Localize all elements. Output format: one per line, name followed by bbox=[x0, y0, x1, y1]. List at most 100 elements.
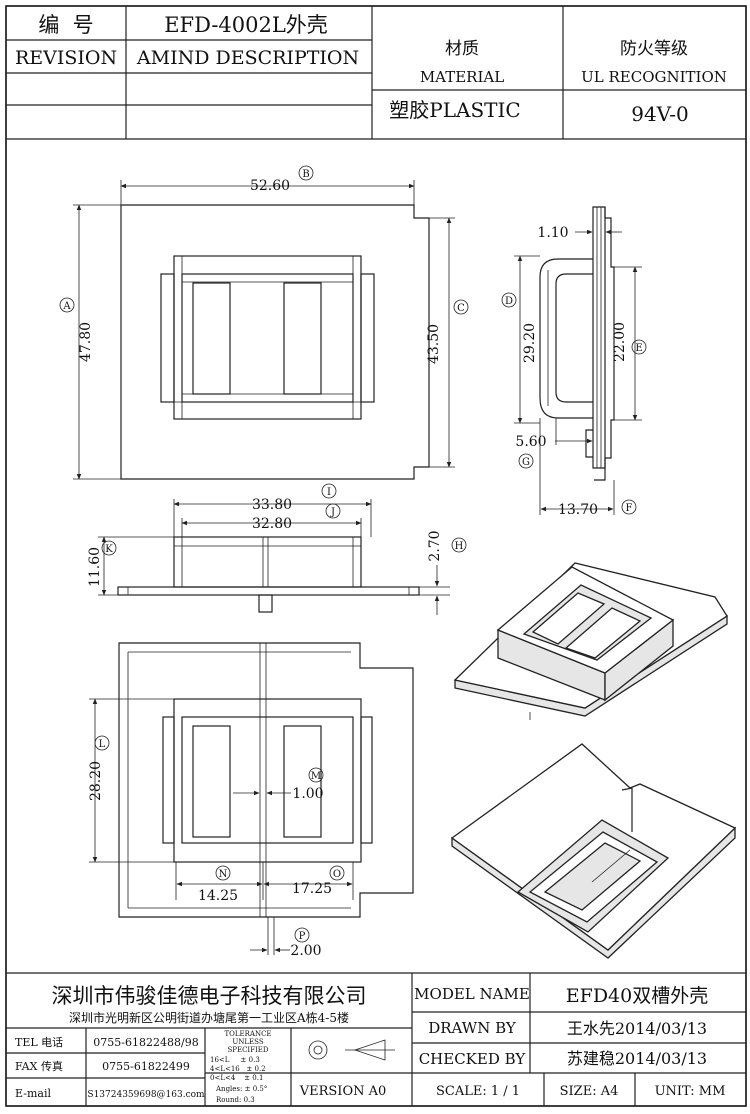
projection-symbol-icon bbox=[308, 1039, 395, 1061]
svg-text:J: J bbox=[330, 507, 335, 518]
svg-text:I: I bbox=[327, 487, 331, 498]
balloon-j: J bbox=[325, 503, 341, 519]
title-block-header: 编 号 EFD-4002L外壳 REVISION AMIND DESCRIPTI… bbox=[6, 6, 746, 140]
balloon-l: L bbox=[94, 735, 110, 751]
fire-rating-cn: 防火等级 bbox=[620, 39, 688, 59]
dim-h-value: 2.70 bbox=[427, 530, 443, 561]
dim-l-value: 28.20 bbox=[88, 761, 104, 801]
bottom-view bbox=[118, 642, 414, 918]
svg-text:P: P bbox=[299, 931, 306, 942]
checked-by-label: CHECKED BY bbox=[419, 1050, 527, 1068]
dimension-values: 52.60 47.80 43.50 1.10 29.20 22.00 5.60 … bbox=[78, 178, 628, 959]
svg-text:L: L bbox=[99, 739, 106, 750]
svg-text:16<L ± 0.3: 16<L ± 0.3 bbox=[210, 1056, 260, 1064]
revision-label: REVISION bbox=[15, 47, 117, 69]
svg-text:Angles: ± 0.5°: Angles: ± 0.5° bbox=[215, 1085, 267, 1093]
isometric-view-top bbox=[453, 562, 728, 720]
svg-text:TOLERANCE: TOLERANCE bbox=[224, 1030, 271, 1038]
dim-i-value: 33.80 bbox=[252, 497, 292, 513]
material-cn: 材质 bbox=[445, 39, 479, 59]
balloon-p: P bbox=[294, 927, 310, 943]
balloon-h: H bbox=[451, 537, 467, 553]
balloon-f: F bbox=[621, 499, 637, 515]
svg-text:N: N bbox=[219, 869, 228, 880]
drawn-by-value: 王水先2014/03/13 bbox=[567, 1019, 707, 1038]
dim-m-value: 1.00 bbox=[292, 786, 323, 802]
isometric-view-bottom bbox=[450, 743, 737, 959]
model-name-label: MODEL NAME bbox=[414, 985, 530, 1003]
email-value: S13724359698@163.com bbox=[87, 1090, 205, 1100]
svg-text:0<L<4 ± 0.1: 0<L<4 ± 0.1 bbox=[210, 1074, 263, 1082]
dim-o-value: 17.25 bbox=[292, 881, 332, 897]
svg-text:4<L<16 ± 0.2: 4<L<16 ± 0.2 bbox=[210, 1065, 266, 1073]
front-view-dimensions bbox=[98, 499, 450, 615]
tel-label: TEL 电话 bbox=[15, 1036, 63, 1049]
side-view-dimensions bbox=[514, 207, 642, 515]
tolerance-block: TOLERANCE UNLESS SPECIFIED 16<L ± 0.3 4<… bbox=[210, 1030, 272, 1104]
balloon-k: K bbox=[101, 540, 117, 556]
svg-text:B: B bbox=[302, 169, 309, 180]
svg-text:G: G bbox=[522, 457, 530, 468]
svg-text:E: E bbox=[635, 343, 642, 354]
balloon-i: I bbox=[321, 483, 337, 499]
balloon-m: M bbox=[308, 767, 324, 783]
balloon-c: C bbox=[453, 299, 469, 315]
dim-n-value: 14.25 bbox=[198, 888, 238, 904]
front-view bbox=[117, 536, 420, 613]
svg-text:UNLESS: UNLESS bbox=[232, 1038, 263, 1046]
fax-value: 0755-61822499 bbox=[102, 1060, 190, 1073]
dim-a-value: 47.80 bbox=[78, 322, 94, 362]
svg-text:D: D bbox=[505, 296, 513, 307]
dim-side-top-value: 1.10 bbox=[537, 225, 568, 241]
svg-text:A: A bbox=[62, 301, 71, 312]
fire-rating-en: UL RECOGNITION bbox=[581, 68, 727, 86]
balloon-d: D bbox=[501, 292, 517, 308]
svg-text:Round: 0.3: Round: 0.3 bbox=[216, 1096, 255, 1104]
company-address: 深圳市光明新区公明街道办塘尾第一工业区A栋4-5楼 bbox=[69, 1010, 349, 1025]
svg-text:C: C bbox=[457, 303, 465, 314]
title-block-footer: 深圳市伟骏佳德电子科技有限公司 深圳市光明新区公明街道办塘尾第一工业区A栋4-5… bbox=[6, 972, 746, 1106]
dim-g-value: 5.60 bbox=[515, 434, 546, 450]
bottom-view-dimensions bbox=[89, 698, 354, 955]
part-number: EFD-4002L外壳 bbox=[164, 13, 328, 37]
dim-k-value: 11.60 bbox=[87, 547, 103, 587]
top-view bbox=[120, 204, 430, 480]
material-value: 塑胶PLASTIC bbox=[389, 98, 520, 122]
version-value: VERSION A0 bbox=[299, 1084, 387, 1099]
drawn-by-label: DRAWN BY bbox=[428, 1019, 517, 1037]
svg-text:O: O bbox=[333, 869, 341, 880]
svg-text:F: F bbox=[626, 503, 633, 514]
dim-p-value: 2.00 bbox=[290, 943, 321, 959]
balloon-b: B bbox=[298, 165, 314, 181]
side-view bbox=[539, 206, 615, 481]
svg-text:M: M bbox=[311, 771, 321, 782]
svg-text:H: H bbox=[455, 541, 464, 552]
dim-j-value: 32.80 bbox=[252, 516, 292, 532]
balloon-e: E bbox=[631, 339, 647, 355]
company-name: 深圳市伟骏佳德电子科技有限公司 bbox=[52, 984, 367, 1008]
dimension-balloons: B A C D E G F I J K H L M N O P bbox=[59, 165, 647, 943]
dim-f-value: 13.70 bbox=[558, 502, 598, 518]
email-label: E-mail bbox=[15, 1087, 51, 1100]
tel-value: 0755-61822488/98 bbox=[93, 1036, 198, 1049]
dim-c-value: 43.50 bbox=[426, 324, 442, 364]
svg-text:SPECIFIED: SPECIFIED bbox=[227, 1046, 268, 1054]
fax-label: FAX 传真 bbox=[15, 1059, 63, 1073]
svg-text:K: K bbox=[105, 544, 113, 555]
balloon-o: O bbox=[329, 865, 345, 881]
material-en: MATERIAL bbox=[420, 68, 504, 86]
dim-e-value: 22.00 bbox=[612, 322, 628, 362]
scale-value: SCALE: 1 / 1 bbox=[436, 1084, 520, 1099]
balloon-g: G bbox=[518, 453, 534, 469]
model-name-value: EFD40双槽外壳 bbox=[566, 985, 708, 1007]
number-label: 编 号 bbox=[38, 13, 93, 37]
balloon-a: A bbox=[59, 297, 75, 313]
dim-b-value: 52.60 bbox=[250, 178, 290, 194]
size-value: SIZE: A4 bbox=[560, 1084, 619, 1099]
dim-d-value: 29.20 bbox=[522, 323, 538, 363]
top-view-dimensions bbox=[73, 180, 455, 480]
checked-by-value: 苏建稳2014/03/13 bbox=[567, 1049, 707, 1068]
unit-value: UNIT: MM bbox=[655, 1084, 726, 1099]
description-label: AMIND DESCRIPTION bbox=[136, 47, 359, 69]
